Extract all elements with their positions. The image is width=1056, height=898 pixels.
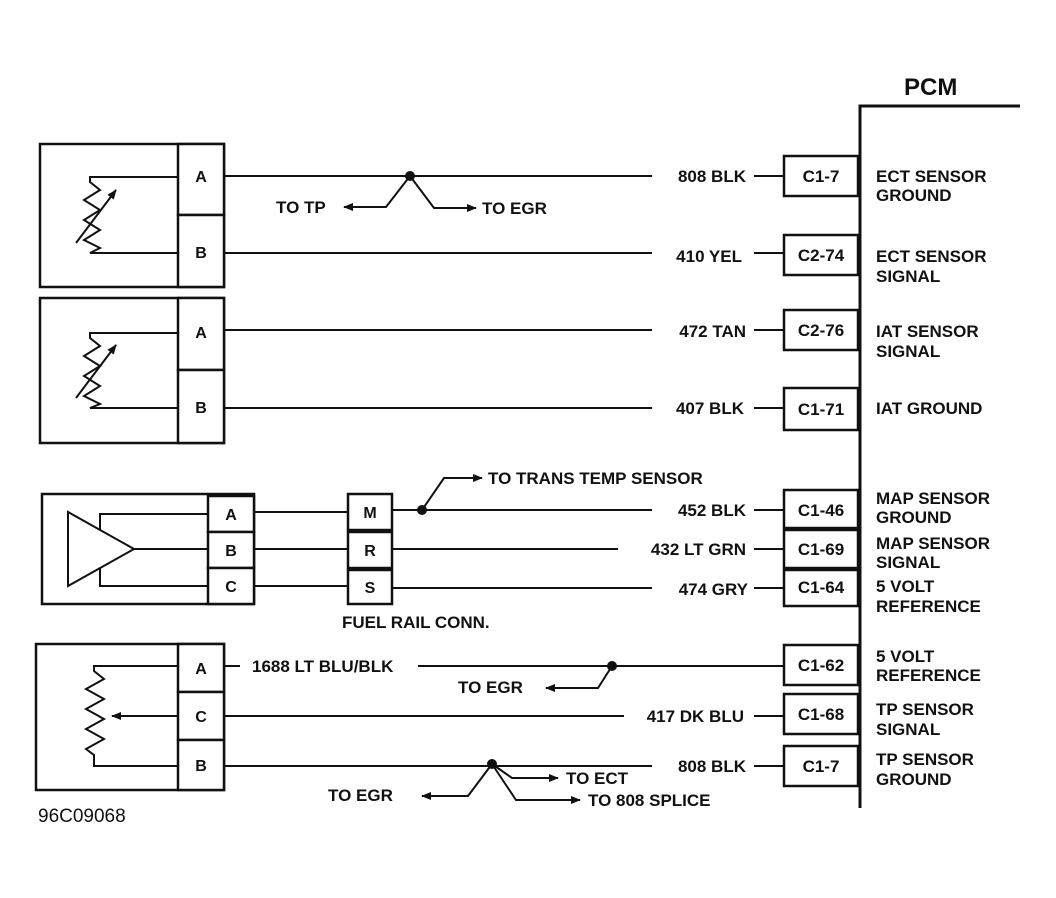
ect-pin-b: B — [195, 245, 207, 262]
function-label: TP SENSOR — [876, 750, 974, 769]
function-label: GROUND — [876, 508, 952, 527]
fuel-rail-pin-s: S — [365, 580, 376, 597]
map-pin-c: C — [225, 579, 237, 596]
function-label: 5 VOLT — [876, 577, 935, 596]
amplifier-icon — [67, 510, 208, 588]
terminal-label: C1-62 — [798, 656, 844, 675]
function-label: MAP SENSOR — [876, 534, 990, 553]
function-label: ECT SENSOR — [876, 247, 987, 266]
function-label: TP SENSOR — [876, 700, 974, 719]
wire-label: 474 GRY — [679, 580, 749, 599]
wire-label: 417 DK BLU — [647, 707, 744, 726]
pcm-function-labels: ECT SENSOR GROUND ECT SENSOR SIGNAL IAT … — [876, 167, 990, 789]
terminal-label: C1-7 — [803, 757, 840, 776]
function-label: GROUND — [876, 770, 952, 789]
function-label: REFERENCE — [876, 597, 981, 616]
wire-label: 432 LT GRN — [651, 540, 746, 559]
function-label: GROUND — [876, 186, 952, 205]
diagram-id: 96C09068 — [38, 806, 126, 827]
branch-label-to-egr: TO EGR — [328, 786, 393, 805]
potentiometer-icon — [83, 665, 178, 767]
terminal-label: C1-71 — [798, 400, 844, 419]
wire-label: 407 BLK — [676, 399, 745, 418]
function-label: 5 VOLT — [876, 647, 935, 666]
wire-label: 1688 LT BLU/BLK — [252, 657, 394, 676]
iat-pin-a: A — [195, 325, 207, 342]
function-label: ECT SENSOR — [876, 167, 987, 186]
function-label: IAT SENSOR — [876, 322, 979, 341]
function-label: MAP SENSOR — [876, 489, 990, 508]
function-label: REFERENCE — [876, 666, 981, 685]
tp-pin-a: A — [195, 661, 207, 678]
wire-label: 808 BLK — [678, 757, 747, 776]
function-label: SIGNAL — [876, 553, 940, 572]
terminal-label: C1-7 — [803, 167, 840, 186]
pcm-terminals: C1-7 C2-74 C2-76 C1-71 C1-46 C1-69 C1-64… — [782, 154, 860, 788]
terminal-label: C1-69 — [798, 540, 844, 559]
ect-sensor: A B — [38, 142, 226, 289]
wire-label: 452 BLK — [678, 501, 747, 520]
fuel-rail-connector: M R S FUEL RAIL CONN. — [342, 492, 490, 632]
branch-label-to-trans-temp: TO TRANS TEMP SENSOR — [488, 469, 703, 488]
tp-pin-b: B — [195, 758, 207, 775]
tp-sensor: A C B — [34, 642, 226, 792]
iat-sensor: A B — [38, 296, 226, 445]
map-sensor: A B C — [40, 492, 256, 606]
fuel-rail-pin-m: M — [363, 505, 376, 522]
pcm-block: PCM — [858, 74, 1020, 808]
pcm-title: PCM — [904, 74, 957, 101]
map-pin-b: B — [225, 543, 237, 560]
wire-label: 410 YEL — [676, 247, 742, 266]
function-label: IAT GROUND — [876, 399, 982, 418]
function-label: SIGNAL — [876, 342, 940, 361]
wire-label: 808 BLK — [678, 167, 747, 186]
ect-pin-a: A — [195, 169, 207, 186]
thermistor-icon — [75, 332, 178, 409]
branch-labels: TO TP TO EGR TO TRANS TEMP SENSOR TO EGR… — [276, 198, 711, 810]
terminal-label: C2-76 — [798, 321, 844, 340]
tp-pin-c: C — [195, 709, 207, 726]
branch-label-to-tp: TO TP — [276, 198, 326, 217]
branch-label-to-egr: TO EGR — [458, 678, 523, 697]
terminal-label: C2-74 — [798, 246, 845, 265]
branch-label-to-ect: TO ECT — [566, 769, 629, 788]
terminal-label: C1-46 — [798, 501, 844, 520]
function-label: SIGNAL — [876, 720, 940, 739]
wires — [224, 171, 784, 804]
iat-pin-b: B — [195, 400, 207, 417]
function-label: SIGNAL — [876, 267, 940, 286]
terminal-label: C1-68 — [798, 705, 844, 724]
wire-label: 472 TAN — [679, 322, 746, 341]
thermistor-icon — [75, 176, 178, 254]
map-pin-a: A — [225, 507, 237, 524]
branch-label-to-egr: TO EGR — [482, 199, 547, 218]
wire-labels: 808 BLK 410 YEL 472 TAN 407 BLK 452 BLK … — [252, 167, 749, 776]
terminal-label: C1-64 — [798, 578, 845, 597]
fuel-rail-pin-r: R — [364, 543, 376, 560]
fuel-rail-label: FUEL RAIL CONN. — [342, 613, 490, 632]
branch-label-to-808-splice: TO 808 SPLICE — [588, 791, 711, 810]
